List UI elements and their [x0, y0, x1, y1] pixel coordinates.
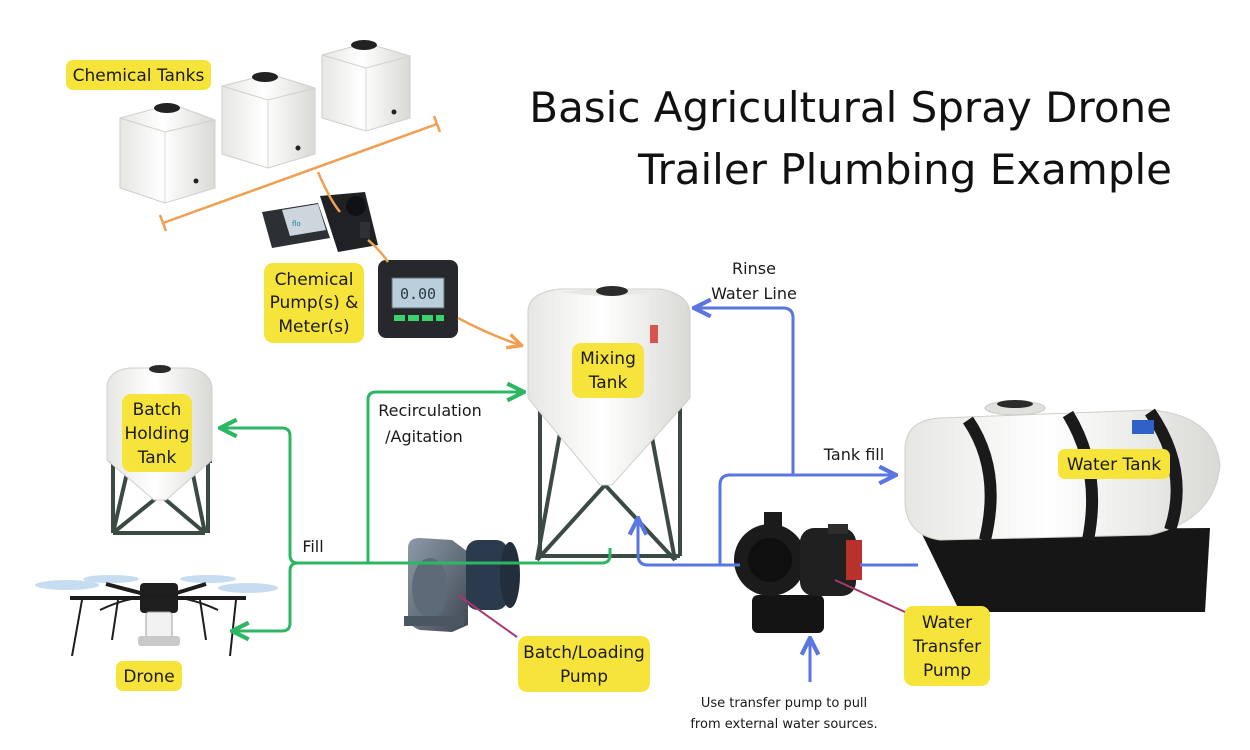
svg-text:flo: flo: [292, 220, 301, 228]
svg-text:Pump: Pump: [560, 667, 608, 687]
drone-label: Drone: [116, 661, 182, 691]
batch-holding-tank-label: Batch Holding Tank: [122, 394, 192, 472]
mixing-tank-label: Mixing Tank: [572, 343, 644, 398]
chemical-tank-3: [321, 40, 411, 132]
recirculation-line: [366, 392, 522, 563]
svg-text:Transfer: Transfer: [912, 637, 981, 657]
water-tank-label: Water Tank: [1058, 449, 1170, 479]
svg-text:Mixing: Mixing: [580, 349, 636, 369]
water-transfer-pump-label: Water Transfer Pump: [904, 606, 990, 686]
water-transfer-pump: [734, 512, 862, 633]
svg-text:Meter(s): Meter(s): [278, 317, 349, 337]
svg-text:Water Tank: Water Tank: [1067, 455, 1161, 475]
svg-text:Tank: Tank: [588, 373, 628, 393]
svg-text:from external water sources.: from external water sources.: [690, 717, 877, 732]
recirculation-label: Recirculation /Agitation: [378, 401, 482, 446]
svg-text:Holding: Holding: [125, 424, 190, 444]
chemical-tanks-group: [119, 40, 411, 204]
mixing-tank: [527, 286, 691, 562]
title-line-2: Trailer Plumbing Example: [637, 145, 1172, 194]
fill-to-holding-line: [222, 428, 299, 565]
svg-text:Recirculation: Recirculation: [378, 401, 482, 420]
tank-fill-label: Tank fill: [823, 445, 884, 464]
svg-text:Drone: Drone: [123, 667, 174, 687]
external-source-note: Use transfer pump to pull from external …: [690, 696, 877, 732]
chemical-tank-2: [221, 72, 316, 169]
batch-loading-pump: [404, 538, 520, 632]
svg-text:Use transfer pump to pull: Use transfer pump to pull: [701, 696, 867, 711]
fill-label: Fill: [302, 537, 323, 556]
svg-text:Chemical Tanks: Chemical Tanks: [73, 66, 205, 86]
batch-loading-pump-label: Batch/Loading Pump: [518, 636, 650, 692]
svg-text:/Agitation: /Agitation: [385, 427, 463, 446]
svg-text:Chemical: Chemical: [275, 270, 354, 290]
title-line-1: Basic Agricultural Spray Drone: [529, 83, 1172, 132]
chemical-pump: flo: [262, 192, 378, 252]
chemical-tanks-label: Chemical Tanks: [66, 60, 211, 90]
svg-text:Pump: Pump: [923, 661, 971, 681]
page-title: Basic Agricultural Spray Drone Trailer P…: [529, 83, 1172, 194]
fill-to-drone-line: [234, 561, 299, 631]
meter-display-value: 0.00: [400, 285, 436, 303]
rinse-water-line: [696, 308, 795, 475]
blue-plumbing-lines: [638, 308, 918, 682]
transfer-pump-pointer: [834, 579, 906, 613]
drone: [35, 575, 278, 657]
svg-text:Pump(s) &: Pump(s) &: [270, 293, 359, 313]
batch-pump-pointer: [457, 594, 518, 638]
chemical-pump-label: Chemical Pump(s) & Meter(s): [264, 263, 364, 343]
fill-line-main: [298, 548, 612, 565]
tank-fill-line: [718, 475, 894, 565]
svg-text:Tank: Tank: [137, 448, 177, 468]
water-tank: [904, 400, 1221, 612]
svg-text:Batch: Batch: [133, 400, 182, 420]
chemical-to-mixing-line: [457, 316, 520, 345]
chemical-tank-1: [119, 103, 216, 204]
rinse-water-line-label: Rinse Water Line: [711, 259, 797, 303]
svg-text:Water: Water: [922, 613, 972, 633]
svg-text:Rinse: Rinse: [732, 259, 776, 278]
pump-to-mixing-line: [638, 520, 740, 567]
green-plumbing-lines: [222, 392, 612, 631]
svg-text:Water Line: Water Line: [711, 284, 797, 303]
chemical-manifold-line: [158, 115, 442, 263]
svg-text:Batch/Loading: Batch/Loading: [523, 643, 645, 663]
flow-meter: 0.00: [378, 260, 458, 338]
